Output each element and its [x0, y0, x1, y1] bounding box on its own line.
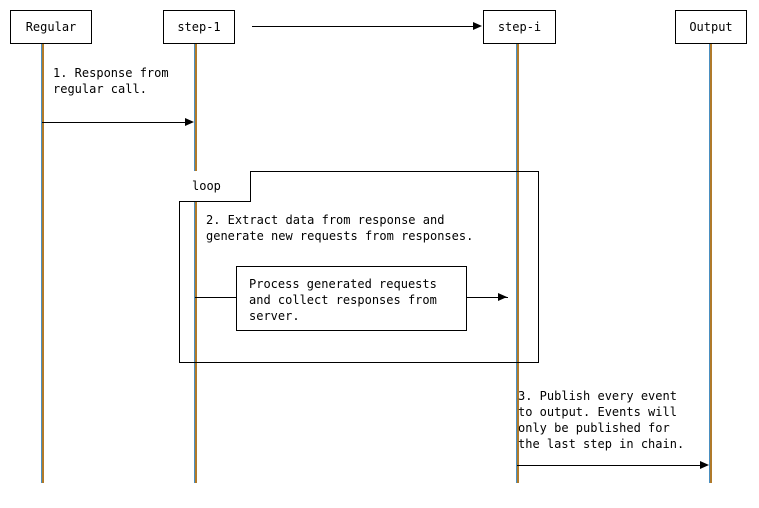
arrowhead-icon-regular-to-step1 [185, 118, 194, 126]
participant-label-step-i: step-i [497, 20, 542, 34]
arrowhead-icon-stepi-to-output [700, 461, 709, 469]
action-box-process-generated-requests[interactable]: Process generated requests and collect r… [236, 266, 467, 331]
lifeline-step-i [516, 44, 519, 483]
lifeline-output [709, 44, 712, 483]
participant-box-step-i[interactable]: step-i [483, 10, 556, 44]
lifeline-step-1 [194, 44, 197, 483]
message-line-step1-to-stepi [252, 26, 474, 27]
fragment-label-loop: loop [179, 171, 251, 202]
lifeline-regular [41, 44, 44, 483]
fragment-label-loop-text: loop [192, 179, 221, 193]
arrowhead-icon-step1-to-stepi [473, 22, 482, 30]
participant-label-regular: Regular [25, 20, 77, 34]
message-line-stepi-to-output [517, 465, 701, 466]
participant-box-output[interactable]: Output [675, 10, 747, 44]
combined-fragment-loop[interactable] [179, 171, 539, 363]
participant-label-step-1: step-1 [177, 20, 221, 34]
note-publish-every-event: 3. Publish every event to output. Events… [518, 389, 685, 451]
participant-label-output: Output [689, 20, 733, 34]
note-extract-data-generate-requests: 2. Extract data from response and genera… [206, 213, 474, 243]
arrowhead-icon-step1-to-stepi-loop [498, 293, 507, 301]
note-response-from-regular-call: 1. Response from regular call. [53, 66, 169, 96]
participant-box-regular[interactable]: Regular [10, 10, 92, 44]
message-line-regular-to-step1 [42, 122, 186, 123]
participant-box-step-1[interactable]: step-1 [163, 10, 235, 44]
